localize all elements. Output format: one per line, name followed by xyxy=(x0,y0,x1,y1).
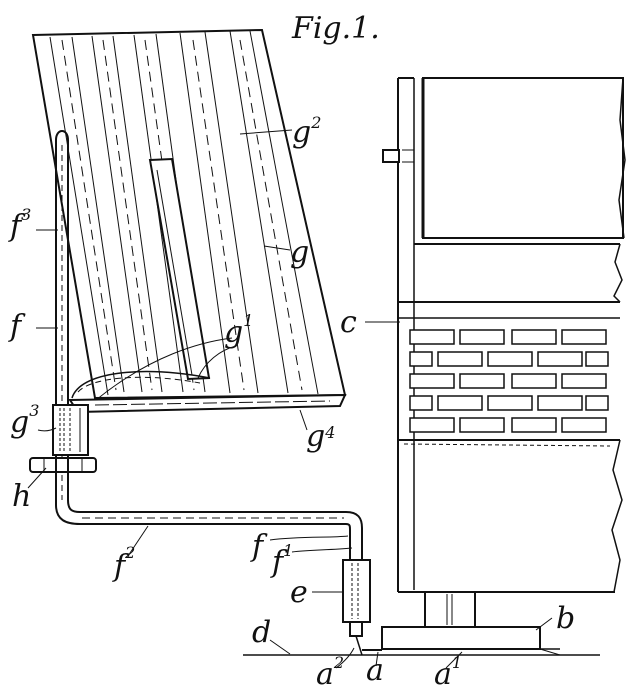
label-g2: g2 xyxy=(292,113,321,150)
label-h: h xyxy=(12,479,31,514)
figure-title: Fig.1. xyxy=(291,11,380,46)
label-b: b xyxy=(556,601,575,636)
label-g4: g4 xyxy=(306,419,335,454)
seat-plate xyxy=(68,370,347,414)
label-g3: g3 xyxy=(10,401,39,440)
label-c: c xyxy=(340,305,357,340)
clamp-collar xyxy=(29,457,97,473)
backrest-board xyxy=(31,28,347,400)
label-f2: f2 xyxy=(112,543,135,584)
leader-lines xyxy=(27,129,553,669)
stove-body xyxy=(381,77,626,656)
label-g1: g1 xyxy=(224,311,253,350)
label-a: a xyxy=(366,653,384,687)
sleeve-g3 xyxy=(52,404,89,456)
label-f3: f3 xyxy=(8,205,31,244)
bracket-rod xyxy=(55,130,363,560)
label-d: d xyxy=(252,615,271,650)
label-a2: a2 xyxy=(316,653,344,687)
label-f: f xyxy=(8,309,26,344)
label-f-lower: f xyxy=(250,529,268,564)
socket-e xyxy=(342,559,382,656)
label-g: g xyxy=(290,235,309,270)
base-plate xyxy=(381,626,541,650)
label-a1: a1 xyxy=(434,653,462,687)
label-e: e xyxy=(290,575,308,610)
